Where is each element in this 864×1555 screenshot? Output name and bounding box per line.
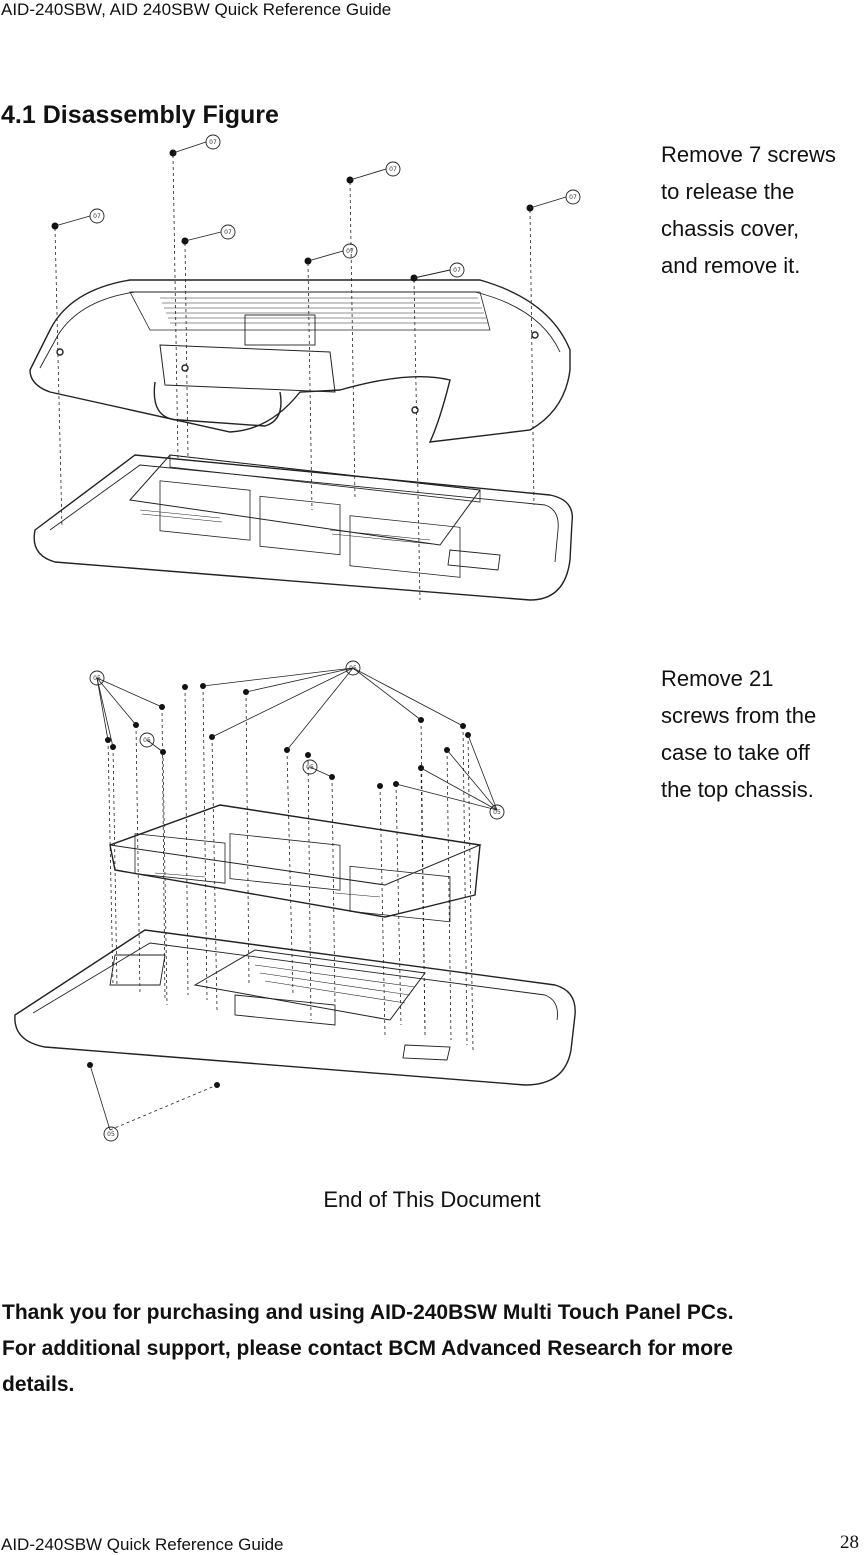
callout-label: 07 (346, 248, 354, 255)
page-number: 28 (840, 1532, 859, 1553)
callout-label: 07 (569, 194, 577, 201)
end-of-document: End of This Document (323, 1187, 541, 1212)
instruction-line: chassis cover, (661, 216, 800, 241)
instruction-line: the top chassis. (661, 777, 814, 802)
section-heading: 4.1 Disassembly Figure (1, 101, 279, 129)
callout-label: 05 (107, 1131, 115, 1138)
chassis-removal-instruction: Remove 21 screws from the case to take o… (661, 660, 861, 808)
footer-title: AID-240SBW Quick Reference Guide (1, 1535, 284, 1554)
disassembly-figure-chassis: 05 05 05 05 05 05 (14, 660, 576, 1142)
callout-label: 07 (93, 213, 101, 220)
thank-you-note: Thank you for purchasing and using AID-2… (2, 1295, 864, 1403)
callout-label: 05 (349, 665, 357, 672)
disassembly-figure-cover: 07 07 07 07 07 07 07 (29, 134, 581, 601)
callout-label: 05 (143, 737, 151, 744)
thank-you-line: Thank you for purchasing and using AID-2… (2, 1301, 734, 1324)
callout-label: 07 (389, 166, 397, 173)
callout-label: 07 (224, 229, 232, 236)
instruction-line: Remove 7 screws (661, 142, 836, 167)
thank-you-line: details. (2, 1373, 75, 1396)
callout-label: 07 (453, 267, 461, 274)
callout-label: 05 (306, 764, 314, 771)
callout-label: 05 (93, 675, 101, 682)
instruction-line: to release the (661, 179, 795, 204)
instruction-line: screws from the (661, 703, 817, 728)
callout-label: 05 (493, 809, 501, 816)
instruction-line: Remove 21 (661, 666, 774, 691)
callout-label: 07 (209, 139, 217, 146)
document-header: AID-240SBW, AID 240SBW Quick Reference G… (1, 0, 392, 19)
instruction-line: case to take off (661, 740, 810, 765)
cover-removal-instruction: Remove 7 screws to release the chassis c… (661, 136, 861, 284)
thank-you-line: For additional support, please contact B… (2, 1337, 733, 1360)
instruction-line: and remove it. (661, 253, 801, 278)
